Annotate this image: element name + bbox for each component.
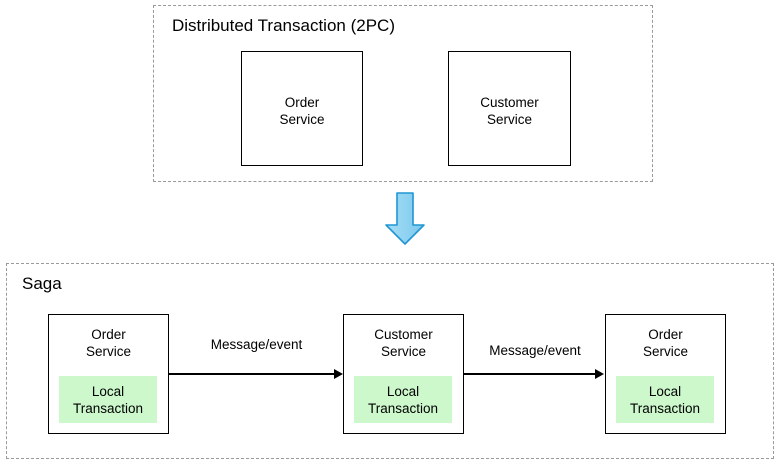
service-label-customer-2pc: Customer Service [480,95,539,127]
distributed-transaction-group-title: Distributed Transaction (2PC) [172,16,395,35]
connector-label-1: Message/event [210,337,303,352]
connector-line-1 [169,373,335,375]
saga-service-label-order-2: Order Service [642,327,688,359]
service-box-customer-2pc[interactable]: Customer Service [448,51,571,166]
distributed-transaction-group [153,5,653,182]
connector-label-2: Message/event [489,343,581,358]
service-box-order-2pc[interactable]: Order Service [241,51,363,166]
saga-group [6,263,774,459]
connector-arrowhead-2 [595,369,604,379]
local-transaction-chip-1: Local Transaction [59,376,157,423]
saga-group-title: Saga [22,274,62,293]
service-label-order-2pc: Order Service [279,95,325,127]
local-transaction-chip-3: Local Transaction [616,376,714,423]
connector-arrowhead-1 [334,369,343,379]
local-transaction-chip-2: Local Transaction [354,376,452,423]
down-block-arrow-icon [384,192,426,246]
connector-line-2 [464,373,596,375]
saga-service-label-order-1: Order Service [85,327,131,359]
saga-service-label-customer: Customer Service [374,327,433,359]
